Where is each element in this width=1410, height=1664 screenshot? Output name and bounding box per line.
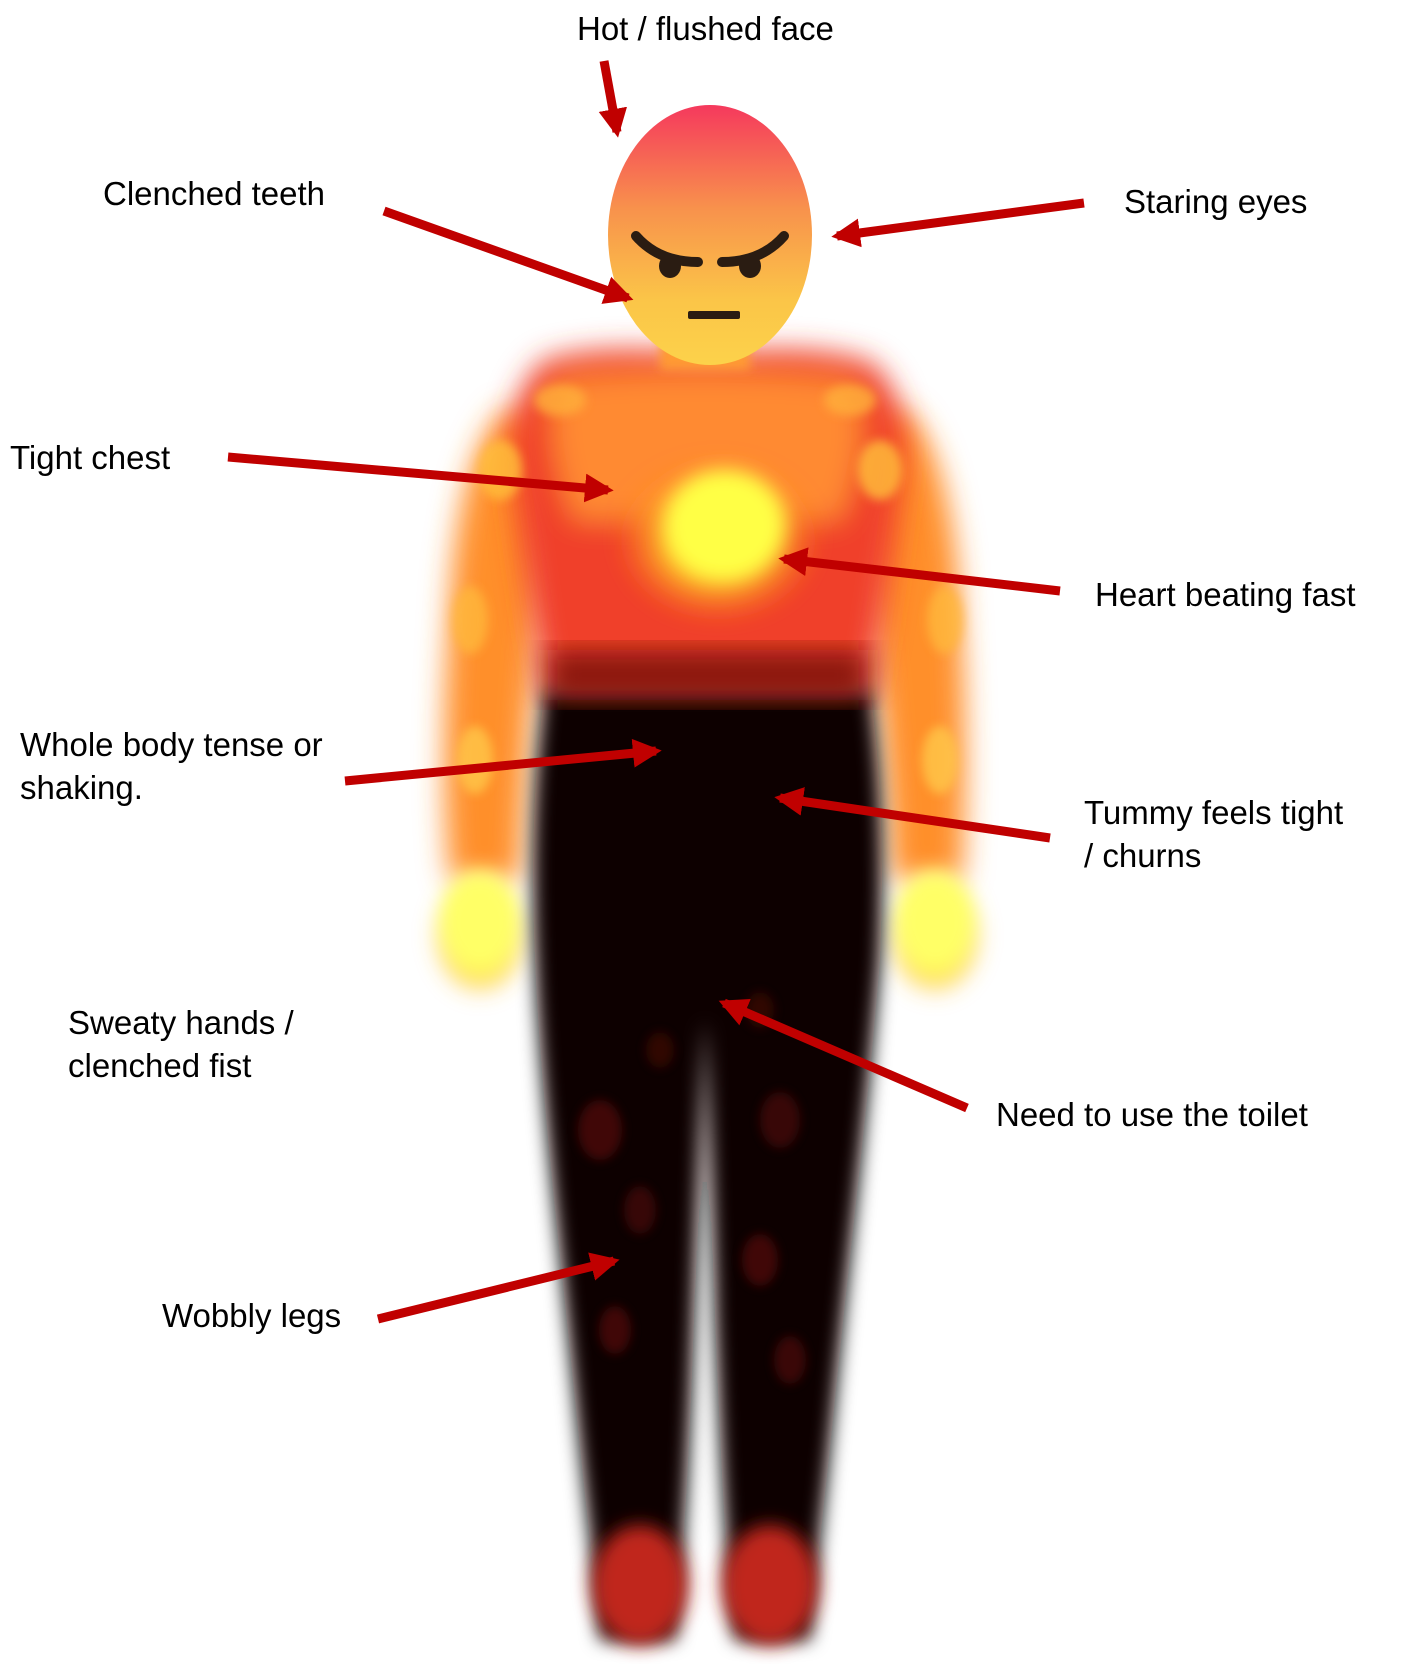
label-heart-fast: Heart beating fast: [1095, 573, 1356, 616]
label-toilet-text: Need to use the toilet: [996, 1093, 1308, 1136]
label-toilet: Need to use the toilet: [996, 1093, 1308, 1136]
label-clenched-teeth: Clenched teeth: [103, 172, 325, 215]
label-body-tense: Whole body tense or shaking.: [20, 723, 323, 809]
body-figure: [428, 320, 987, 1645]
label-tight-chest-text: Tight chest: [10, 436, 170, 479]
label-tummy-line2: / churns: [1084, 834, 1343, 877]
feet: [592, 1525, 818, 1645]
label-staring-eyes-text: Staring eyes: [1124, 180, 1307, 223]
label-sweaty-hands: Sweaty hands / clenched fist: [68, 1001, 294, 1087]
arrow-staring-eyes: [837, 203, 1084, 236]
label-staring-eyes: Staring eyes: [1124, 180, 1307, 223]
label-wobbly-legs-text: Wobbly legs: [162, 1294, 341, 1337]
label-clenched-teeth-text: Clenched teeth: [103, 172, 325, 215]
chest-glow: [613, 455, 823, 625]
label-sweaty-line2: clenched fist: [68, 1044, 294, 1087]
label-heart-fast-text: Heart beating fast: [1095, 573, 1356, 616]
label-sweaty-line1: Sweaty hands /: [68, 1001, 294, 1044]
label-tummy-line1: Tummy feels tight: [1084, 791, 1343, 834]
label-tummy: Tummy feels tight / churns: [1084, 791, 1343, 877]
arrow-clenched-teeth: [384, 211, 628, 298]
label-body-tense-line2: shaking.: [20, 766, 323, 809]
angry-face-icon: [608, 105, 812, 365]
belly-transition: [548, 650, 868, 700]
torso-lower-legs: [533, 690, 882, 1640]
label-wobbly-legs: Wobbly legs: [162, 1294, 341, 1337]
label-hot-face: Hot / flushed face: [577, 7, 834, 50]
label-hot-face-text: Hot / flushed face: [577, 7, 834, 50]
arrow-hot-face: [604, 61, 617, 132]
label-body-tense-line1: Whole body tense or: [20, 723, 323, 766]
label-tight-chest: Tight chest: [10, 436, 170, 479]
